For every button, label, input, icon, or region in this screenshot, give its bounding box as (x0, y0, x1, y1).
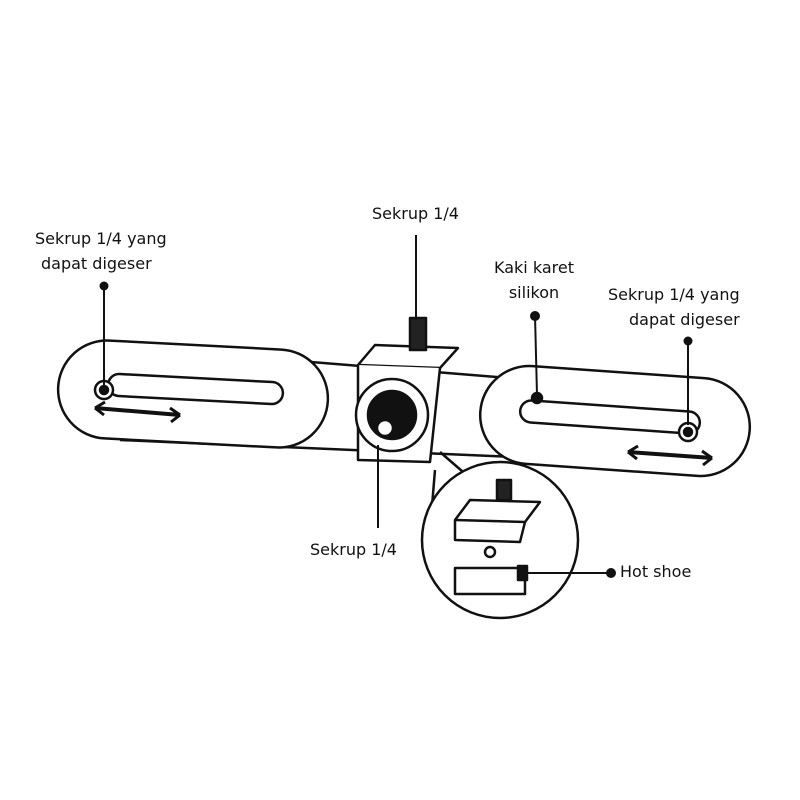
label-bottom-screw: Sekrup 1/4 (310, 540, 397, 559)
label-left-slide-screw: Sekrup 1/4 yang dapat digeser (35, 226, 167, 276)
label-top-screw: Sekrup 1/4 (372, 204, 459, 223)
label-line: Kaki karet (494, 258, 574, 277)
right-slide-plate (478, 364, 752, 478)
label-hot-shoe: Hot shoe (620, 562, 692, 581)
label-line: dapat digeser (629, 310, 740, 329)
hot-shoe-callout (420, 451, 580, 620)
center-mount (354, 316, 460, 464)
label-right-slide-screw: Sekrup 1/4 yang dapat digeser (608, 282, 740, 332)
label-line: Sekrup 1/4 yang (35, 229, 167, 248)
label-line: silikon (508, 283, 560, 302)
label-rubber-feet: Kaki karet silikon (484, 255, 584, 305)
leader-lines (99, 235, 693, 578)
label-line: dapat digeser (41, 254, 152, 273)
left-slide-plate (56, 339, 330, 449)
label-line: Sekrup 1/4 yang (608, 285, 740, 304)
